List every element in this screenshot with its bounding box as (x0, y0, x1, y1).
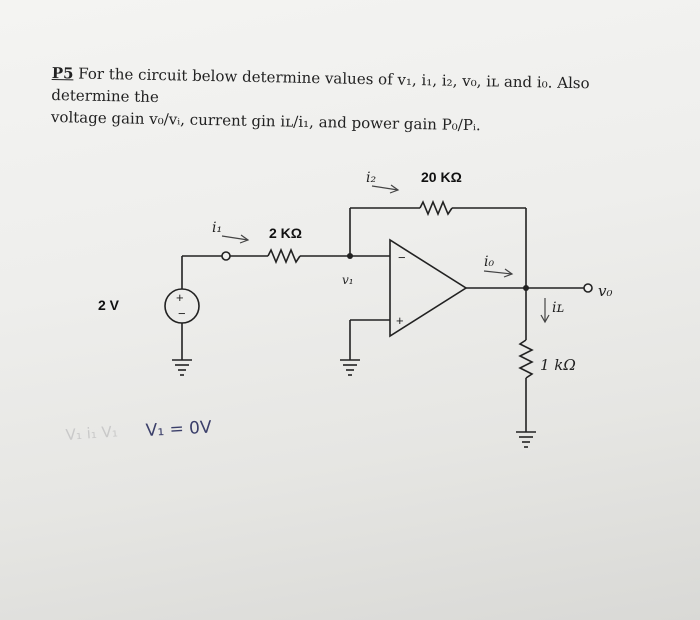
r-input-label: 2 KΩ (269, 225, 302, 241)
i2-label: i₂ (366, 170, 376, 186)
resistor-2k (267, 247, 301, 265)
source-plus-sign: + (176, 290, 184, 305)
ground-symbol-load (516, 431, 536, 448)
opamp-minus-sign: − (398, 250, 406, 265)
r-feedback-label: 20 KΩ (421, 169, 462, 185)
vo-label: v₀ (598, 282, 613, 300)
faded-handwriting: V₁ i₁ V₁ (65, 422, 118, 444)
i1-label: i₁ (212, 220, 222, 236)
opamp-plus-sign: + (396, 313, 404, 328)
input-terminal (221, 251, 231, 261)
v1-label: v₁ (342, 273, 354, 287)
resistor-20k (419, 199, 453, 217)
output-terminal (583, 283, 593, 293)
ground-symbol-source (172, 359, 192, 376)
il-label: iʟ (552, 300, 564, 316)
il-arrow-icon (540, 298, 550, 324)
op-amp (389, 238, 468, 338)
io-label: i₀ (484, 254, 494, 270)
i2-arrow-icon (371, 184, 400, 194)
resistor-1k (518, 339, 534, 379)
io-arrow-icon (483, 268, 514, 278)
node-output-dot (523, 285, 529, 291)
i1-arrow-icon (221, 234, 250, 244)
ground-symbol-opamp (340, 359, 360, 376)
source-voltage-label: 2 V (98, 297, 120, 313)
node-v1-dot (347, 253, 353, 259)
handwritten-note: V₁ = 0V (145, 418, 212, 441)
source-minus-sign: − (178, 306, 186, 321)
r-load-label: 1 kΩ (540, 356, 576, 374)
